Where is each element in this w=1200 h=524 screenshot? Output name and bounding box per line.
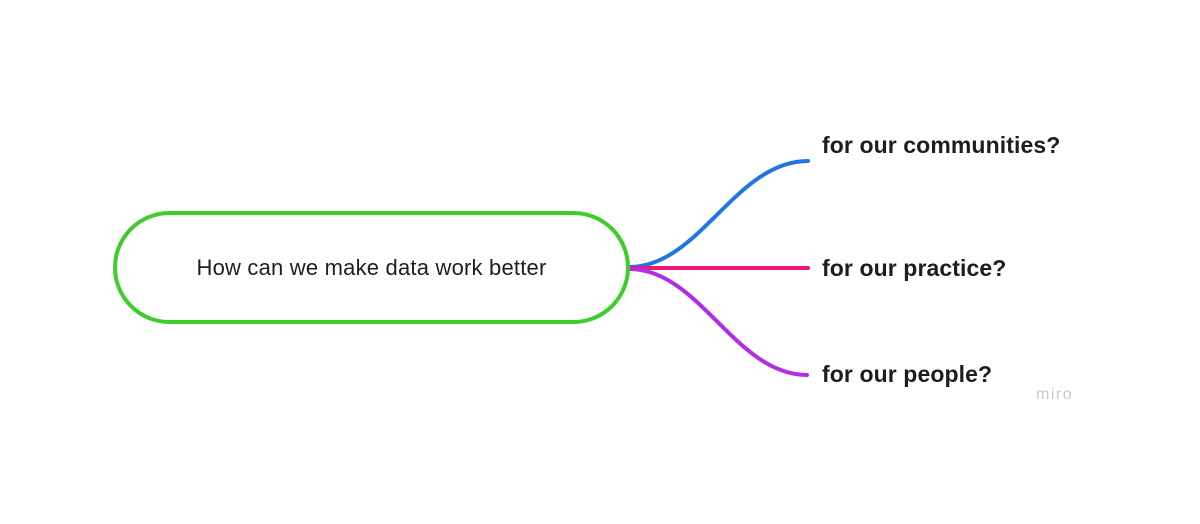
branch-label-practice[interactable]: for our practice? <box>822 255 1007 281</box>
branch-connector-people[interactable] <box>627 267 809 377</box>
branch-label-communities[interactable]: for our communities? <box>822 132 1061 158</box>
branch-label-people[interactable]: for our people? <box>822 361 993 387</box>
branch-connector-communities[interactable] <box>627 159 810 269</box>
root-node-shape[interactable] <box>113 211 630 324</box>
miro-watermark: miro <box>1036 386 1074 403</box>
root-node-label[interactable]: How can we make data work better <box>196 254 547 280</box>
